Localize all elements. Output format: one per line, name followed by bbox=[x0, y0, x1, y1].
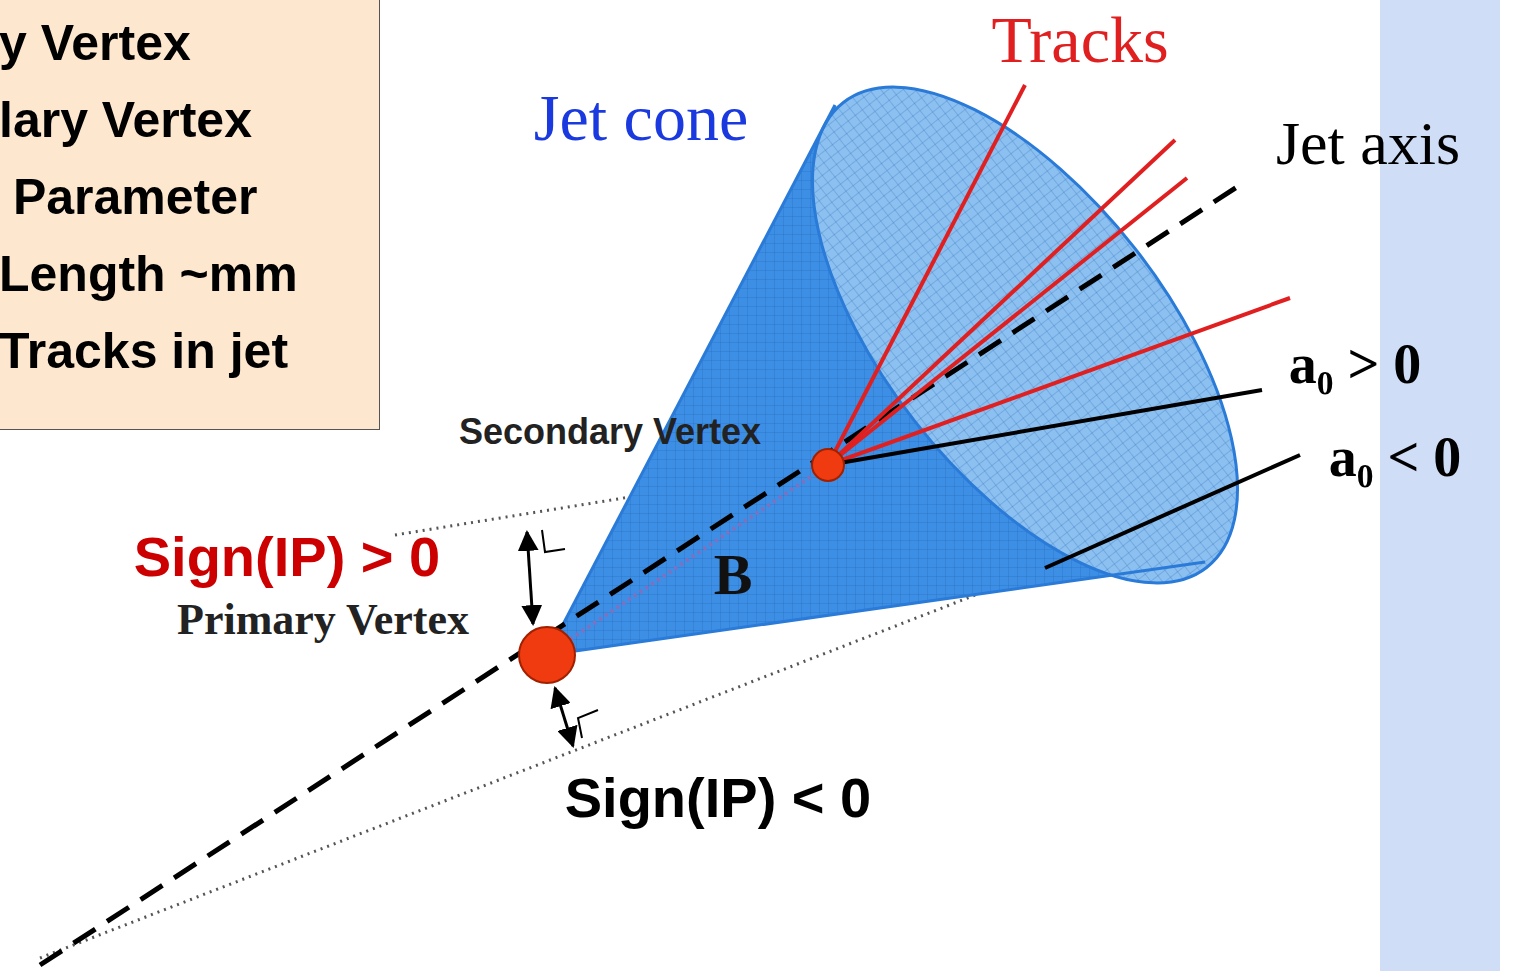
ip-sign-label: a₀ < 0 bbox=[1329, 427, 1462, 489]
right-angle-mark bbox=[578, 710, 598, 738]
tracks-label: Tracks bbox=[991, 4, 1168, 77]
jet-axis-label: Jet axis bbox=[1276, 109, 1460, 177]
jet-cone-label: Jet cone bbox=[534, 82, 748, 155]
track-lines bbox=[828, 85, 1290, 465]
track-line bbox=[828, 298, 1290, 465]
b-flight-path bbox=[547, 465, 828, 655]
jet-cone-base bbox=[733, 16, 1317, 653]
b-hadron-label: B bbox=[714, 543, 753, 607]
lower-track-extension bbox=[40, 568, 1045, 958]
ip-sign-label: Sign(IP) < 0 bbox=[565, 767, 872, 829]
cone-edge bbox=[547, 105, 835, 655]
list-line: lary Vertex bbox=[0, 82, 379, 159]
secondary-vertex-dot bbox=[812, 449, 844, 481]
ip-arrow bbox=[555, 688, 573, 746]
list-line: Parameter bbox=[0, 159, 379, 236]
ip-sign-label: a₀ > 0 bbox=[1289, 334, 1422, 396]
list-line: Length ~mm bbox=[0, 236, 379, 313]
cone-edge bbox=[547, 562, 1205, 655]
right-angle-mark bbox=[542, 530, 565, 552]
jet-cone-rim bbox=[733, 16, 1317, 653]
ip-arrow bbox=[527, 532, 533, 624]
negative-ip-track bbox=[1045, 455, 1300, 568]
vertex-label: Primary Vertex bbox=[177, 596, 469, 644]
track-line bbox=[828, 178, 1187, 465]
track-line bbox=[828, 140, 1175, 465]
text-box: y Vertexlary Vertex ParameterLength ~mmT… bbox=[0, 0, 380, 430]
list-line: Tracks in jet bbox=[0, 313, 379, 390]
vertex-label: Secondary Vertex bbox=[459, 412, 761, 452]
list-line: y Vertex bbox=[0, 5, 379, 82]
ip-sign-label: Sign(IP) > 0 bbox=[134, 526, 441, 588]
primary-vertex-dot bbox=[519, 627, 575, 683]
positive-ip-track bbox=[828, 390, 1262, 465]
track-line bbox=[828, 85, 1025, 465]
